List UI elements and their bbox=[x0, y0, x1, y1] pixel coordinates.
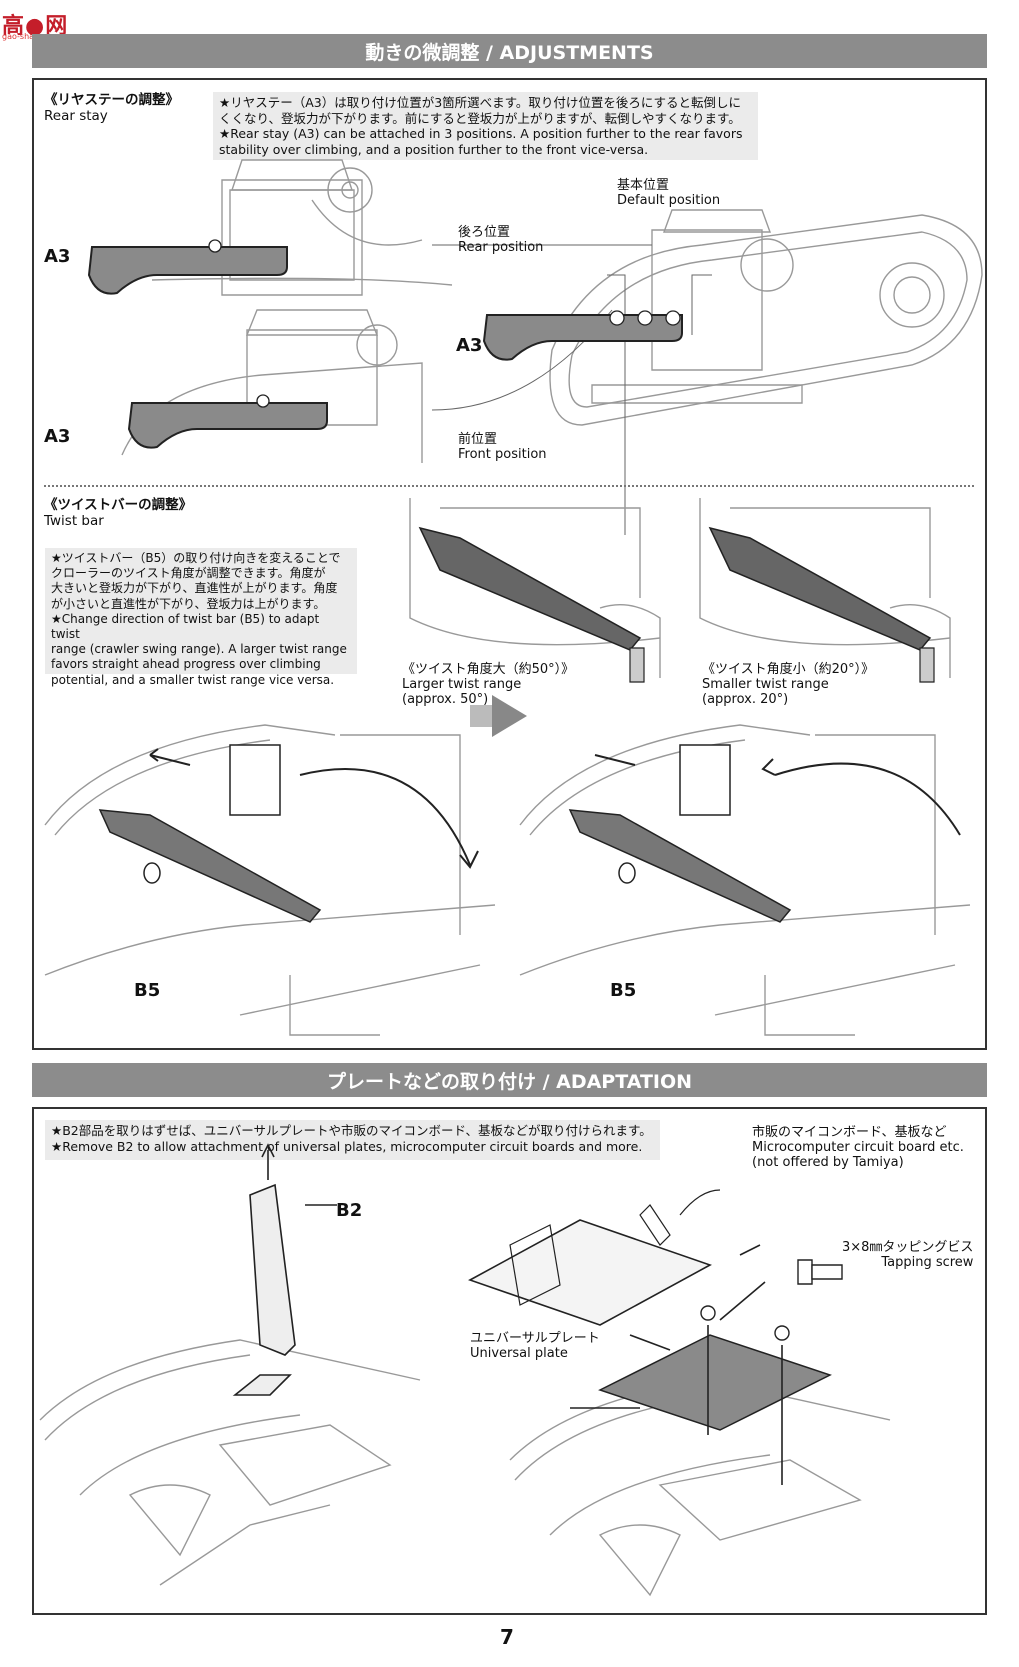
adaptation-title: プレートなどの取り付け / ADAPTATION bbox=[326, 1070, 693, 1093]
larger-twist-label: 《ツイスト角度大（約50°）》 Larger twist range (appr… bbox=[402, 662, 574, 707]
rear-position-en: Rear position bbox=[458, 240, 544, 255]
default-position-en: Default position bbox=[617, 193, 721, 208]
twist-bar-assembly-illustration bbox=[44, 695, 971, 1036]
adaptation-panel bbox=[32, 1107, 987, 1615]
default-position-jp: 基本位置 bbox=[617, 178, 670, 193]
twist-bar-title-jp: 《ツイストバーの調整》 bbox=[44, 497, 193, 513]
adaptation-note-line: ★Remove B2 to allow attachment of univer… bbox=[51, 1138, 643, 1154]
twist-range-illustrations bbox=[409, 498, 951, 683]
rear-stay-note-line: stability over climbing, and a position … bbox=[219, 141, 649, 157]
rear-stay-illustration bbox=[87, 159, 983, 535]
board-en1: Microcomputer circuit board etc. bbox=[752, 1140, 964, 1155]
front-position-en: Front position bbox=[458, 447, 547, 462]
rear-stay-title-en: Rear stay bbox=[44, 108, 108, 124]
plate-en: Universal plate bbox=[470, 1346, 568, 1361]
rear-stay-title-jp: 《リヤステーの調整》 bbox=[44, 92, 179, 108]
twist-bar-note-line: potential, and a smaller twist range vic… bbox=[51, 672, 335, 687]
screw-jp: 3×8㎜タッピングビス bbox=[842, 1240, 974, 1255]
twist-bar-note-line: ★Change direction of twist bar (B5) to a… bbox=[51, 611, 320, 642]
rear-position-label: 後ろ位置 Rear position bbox=[458, 225, 543, 255]
larger-twist-jp: 《ツイスト角度大（約50°）》 bbox=[402, 662, 575, 677]
a3-label-rear: A3 bbox=[44, 246, 71, 267]
board-jp: 市販のマイコンボード、基板など bbox=[752, 1125, 947, 1140]
smaller-twist-en2: (approx. 20°) bbox=[702, 692, 789, 707]
front-position-jp: 前位置 bbox=[458, 432, 498, 447]
adaptation-banner: プレートなどの取り付け / ADAPTATION bbox=[32, 1063, 987, 1097]
rear-position-jp: 後ろ位置 bbox=[458, 225, 511, 240]
adaptation-illustration bbox=[39, 1143, 891, 1597]
rear-stay-note: ★リヤステー（A3）は取り付け位置が3箇所選べます。取り付け位置を後ろにすると転… bbox=[213, 92, 758, 160]
board-label: 市販のマイコンボード、基板など Microcomputer circuit bo… bbox=[752, 1125, 964, 1170]
front-position-label: 前位置 Front position bbox=[458, 432, 547, 462]
smaller-twist-en1: Smaller twist range bbox=[702, 677, 829, 692]
twist-bar-note-line: クローラーのツイスト角度が調整できます。角度が bbox=[51, 566, 326, 581]
screw-en: Tapping screw bbox=[881, 1255, 974, 1270]
page-number: 7 bbox=[500, 1625, 514, 1649]
b5-label-right: B5 bbox=[610, 980, 637, 1001]
adaptation-note-line: ★B2部品を取りはずせば、ユニバーサルプレートや市販のマイコンボード、基板などが… bbox=[51, 1123, 652, 1138]
rear-stay-heading: 《リヤステーの調整》 Rear stay bbox=[44, 92, 179, 124]
a3-label-front: A3 bbox=[44, 426, 71, 447]
rear-stay-note-line: ★リヤステー（A3）は取り付け位置が3箇所選べます。取り付け位置を後ろにすると転… bbox=[219, 95, 742, 110]
twist-bar-note-line: favors straight ahead progress over clim… bbox=[51, 657, 321, 672]
smaller-twist-jp: 《ツイスト角度小（約20°）》 bbox=[702, 662, 875, 677]
plate-jp: ユニバーサルプレート bbox=[470, 1331, 600, 1346]
adjustments-title: 動きの微調整 / ADJUSTMENTS bbox=[365, 41, 654, 64]
logo-subtext: gao-shan.com bbox=[2, 32, 59, 41]
larger-twist-en2: (approx. 50°) bbox=[402, 692, 489, 707]
adjustments-banner: 動きの微調整 / ADJUSTMENTS bbox=[32, 34, 987, 68]
twist-bar-note-line: 大きいと登坂力が下がり、直進性が上がります。角度 bbox=[51, 581, 338, 596]
rear-stay-note-line: くくなり、登坂力が下がります。前にすると登坂力が上がりますが、転倒しやすくなりま… bbox=[219, 110, 741, 126]
b2-label: B2 bbox=[336, 1200, 363, 1221]
smaller-twist-label: 《ツイスト角度小（約20°）》 Smaller twist range (app… bbox=[702, 662, 874, 707]
section-divider bbox=[44, 485, 974, 487]
twist-bar-heading: 《ツイストバーの調整》 Twist bar bbox=[44, 497, 192, 529]
screw-label: 3×8㎜タッピングビス Tapping screw bbox=[842, 1240, 973, 1270]
twist-bar-note: ★ツイストバー（B5）の取り付け向きを変えることで クローラーのツイスト角度が調… bbox=[45, 548, 357, 687]
larger-twist-en1: Larger twist range bbox=[402, 677, 522, 692]
b5-label-left: B5 bbox=[134, 980, 161, 1001]
plate-label: ユニバーサルプレート Universal plate bbox=[470, 1331, 600, 1361]
rear-stay-note-line: ★Rear stay (A3) can be attached in 3 pos… bbox=[219, 126, 743, 141]
adaptation-note: ★B2部品を取りはずせば、ユニバーサルプレートや市販のマイコンボード、基板などが… bbox=[45, 1120, 660, 1160]
a3-label-default: A3 bbox=[456, 335, 483, 356]
twist-bar-note-line: range (crawler swing range). A larger tw… bbox=[51, 642, 347, 657]
board-en2: (not offered by Tamiya) bbox=[752, 1155, 904, 1170]
twist-bar-note-line: が小さいと直進性が下がり、登坂力は上がります。 bbox=[51, 596, 326, 611]
default-position-label: 基本位置 Default position bbox=[617, 178, 720, 208]
twist-bar-note-line: ★ツイストバー（B5）の取り付け向きを変えることで bbox=[51, 551, 341, 565]
twist-bar-title-en: Twist bar bbox=[44, 513, 104, 529]
